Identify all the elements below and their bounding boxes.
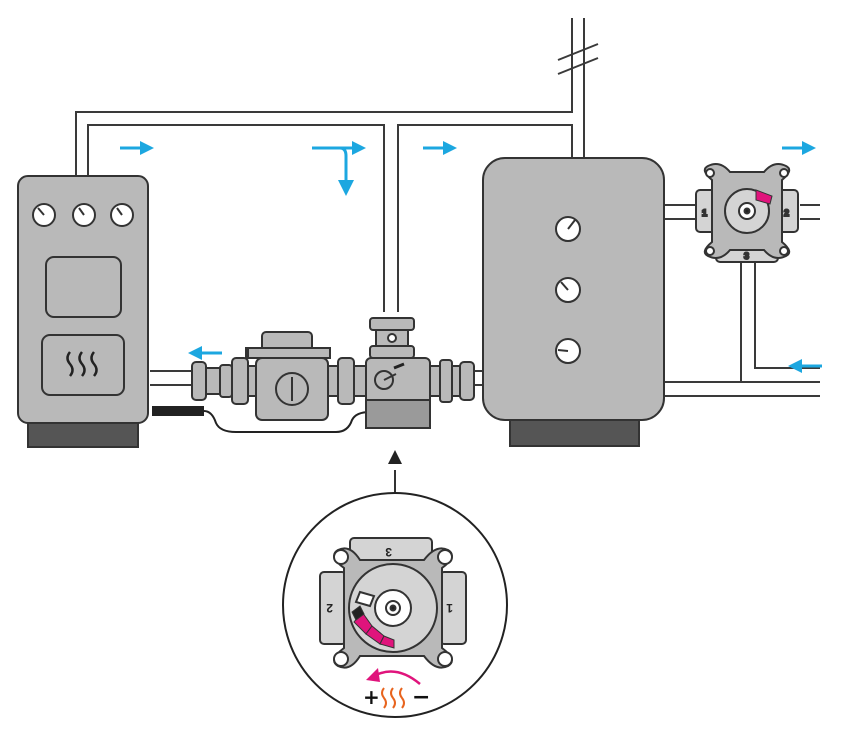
three-way-valve-small: 1 2 3	[695, 163, 799, 263]
tank-thermometer	[555, 216, 581, 242]
circulation-pump	[191, 331, 355, 421]
outlet-pipe	[800, 204, 820, 220]
valve-small-port-1: 1	[702, 208, 707, 218]
flow-arrows	[118, 139, 824, 375]
heat-waves-icon	[381, 687, 405, 709]
flow-arrow-left-icon	[186, 344, 224, 362]
mixing-valve-actuator	[353, 317, 475, 429]
valve-feed-pipe	[663, 204, 700, 220]
boiler-gauge	[32, 203, 56, 227]
valve-detail-zoom: 3 2 1 + −	[282, 492, 508, 718]
plus-sign: +	[363, 685, 380, 709]
valve-small-port-2: 2	[784, 208, 789, 218]
sensor-cable	[203, 410, 371, 433]
boiler	[17, 175, 371, 448]
return-pipe	[663, 262, 820, 397]
flow-arrow-right-icon	[118, 139, 156, 157]
boiler-gauge	[72, 203, 96, 227]
pipe-break-mark	[557, 43, 599, 75]
pipe-network	[75, 18, 820, 397]
sensor-plug	[152, 406, 204, 416]
detail-port-2: 2	[326, 601, 333, 615]
tank-thermometer	[555, 277, 581, 303]
flow-arrow-right-icon	[421, 139, 459, 157]
detail-port-1: 1	[446, 601, 453, 615]
flow-arrow-right-icon	[780, 139, 818, 157]
tank-thermometer	[555, 338, 581, 364]
flow-arrow-left-icon	[786, 357, 824, 375]
rotation-arrow-icon	[366, 668, 421, 685]
flow-arrow-split-icon	[312, 141, 366, 196]
boiler-door	[45, 256, 122, 318]
minus-sign: −	[412, 685, 430, 710]
return-main-pipe	[150, 370, 483, 386]
detail-port-3: 3	[385, 545, 392, 559]
storage-tank	[482, 157, 665, 447]
heat-waves-icon	[66, 351, 98, 377]
boiler-gauge	[110, 203, 134, 227]
valve-small-port-3: 3	[744, 251, 749, 261]
